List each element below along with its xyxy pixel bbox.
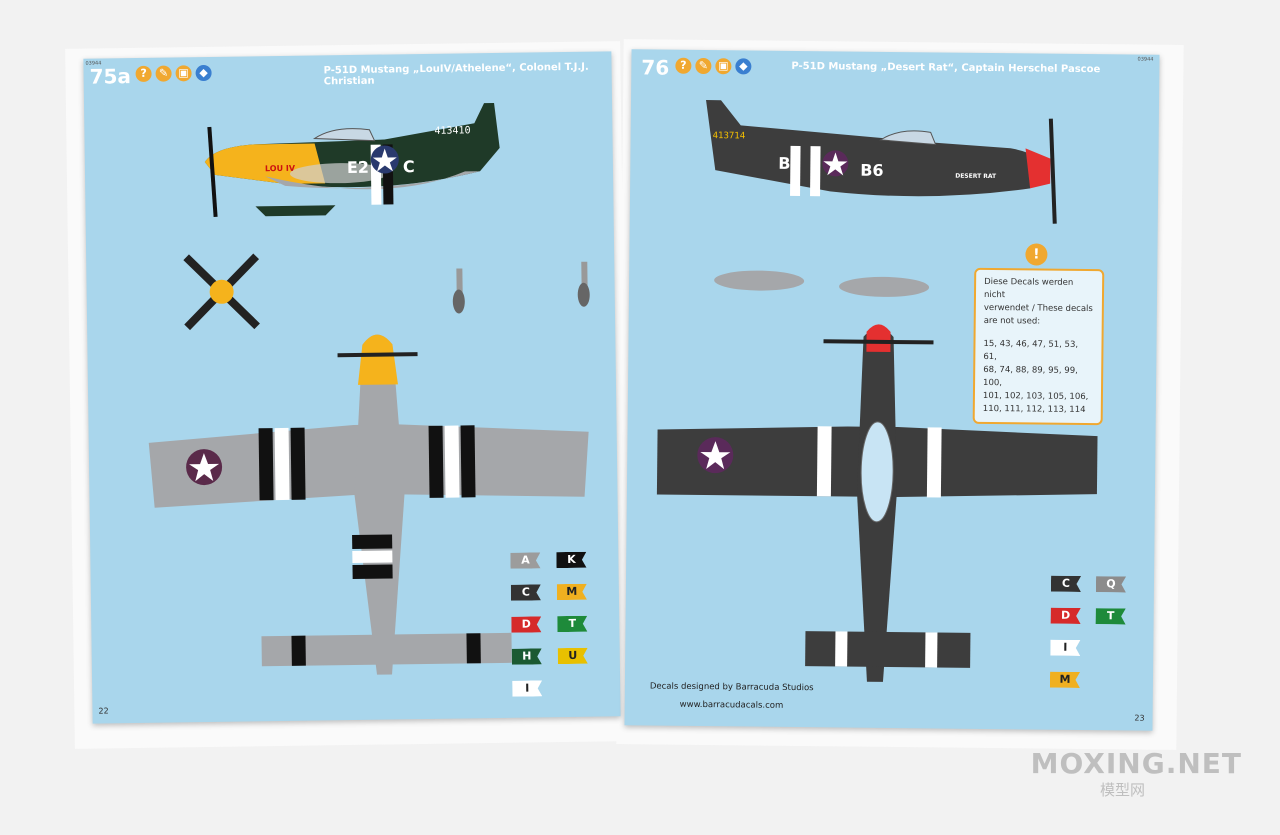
legend-flag-D: D	[1051, 608, 1081, 624]
right-nose-name: DESERT RAT	[955, 173, 997, 180]
left-aircraft-drawings: 413410 E2 C LOU IV	[148, 102, 590, 675]
left-side-view	[204, 102, 500, 218]
warning-icon: !	[1025, 243, 1048, 266]
unused-decals-note: Diese Decals werden nicht verwendet / Th…	[972, 267, 1105, 426]
right-top-view	[656, 324, 1098, 682]
legend-flag-Q: Q	[1096, 576, 1126, 592]
watermark-sub: 模型网	[1099, 781, 1145, 799]
legend-flag-K: K	[556, 552, 586, 568]
right-instruction-page: 76 ? ✎ ▣ ◆ P-51D Mustang „Desert Rat“, C…	[624, 49, 1160, 731]
note-line: are not used:	[983, 315, 1041, 327]
note-line: verwendet / These decals	[983, 302, 1093, 315]
left-nose-name: LOU IV	[265, 164, 296, 173]
right-side-view	[706, 100, 1057, 224]
right-fuselage-code-left: B	[778, 154, 790, 173]
legend-flag-A: A	[510, 552, 540, 568]
left-fuselage-code-left: E2	[347, 158, 369, 177]
drop-tank-1	[714, 270, 805, 291]
decal-credit: Decals designed by Barracuda Studios	[649, 681, 814, 694]
left-page-number: 22	[98, 706, 109, 716]
legend-flag-C: C	[511, 584, 541, 600]
note-line: Diese Decals werden nicht	[983, 276, 1074, 301]
note-line: 101, 102, 103, 105, 106,	[982, 390, 1089, 403]
left-fuselage-code-right: C	[403, 157, 415, 176]
legend-flag-T: T	[557, 616, 587, 632]
left-aircraft-serial: 413410	[434, 125, 470, 137]
note-line: 15, 43, 46, 47, 51, 53, 61,	[983, 338, 1079, 363]
watermark-main: MOXING.NET	[1030, 747, 1242, 780]
legend-flag-C: C	[1051, 576, 1081, 592]
decal-website: www.barracudacals.com	[679, 699, 784, 711]
right-aircraft-drawings: 413714 B B6 DESERT RAT	[656, 100, 1098, 682]
legend-flag-M: M	[1050, 672, 1080, 688]
legend-flag-H: H	[512, 648, 542, 664]
right-aircraft-serial: 413714	[713, 131, 746, 141]
right-page-number: 23	[1134, 713, 1145, 723]
note-line: 68, 74, 88, 89, 95, 99, 100,	[983, 364, 1078, 389]
left-instruction-page: 03944 75a ? ✎ ▣ ◆ P-51D Mustang „LouIV/A…	[83, 51, 621, 724]
legend-flag-U: U	[558, 648, 588, 664]
left-top-view	[148, 334, 589, 675]
legend-flag-I: I	[512, 680, 542, 696]
landing-gear-detail	[452, 261, 590, 314]
propeller-detail	[183, 253, 260, 331]
note-line: 110, 111, 112, 113, 114	[982, 403, 1086, 416]
legend-flag-T: T	[1096, 608, 1126, 624]
legend-flag-M: M	[557, 584, 587, 600]
drop-tank-2	[839, 276, 930, 297]
right-fuselage-code-right: B6	[860, 161, 884, 180]
legend-flag-D: D	[511, 616, 541, 632]
legend-flag-I: I	[1050, 640, 1080, 656]
